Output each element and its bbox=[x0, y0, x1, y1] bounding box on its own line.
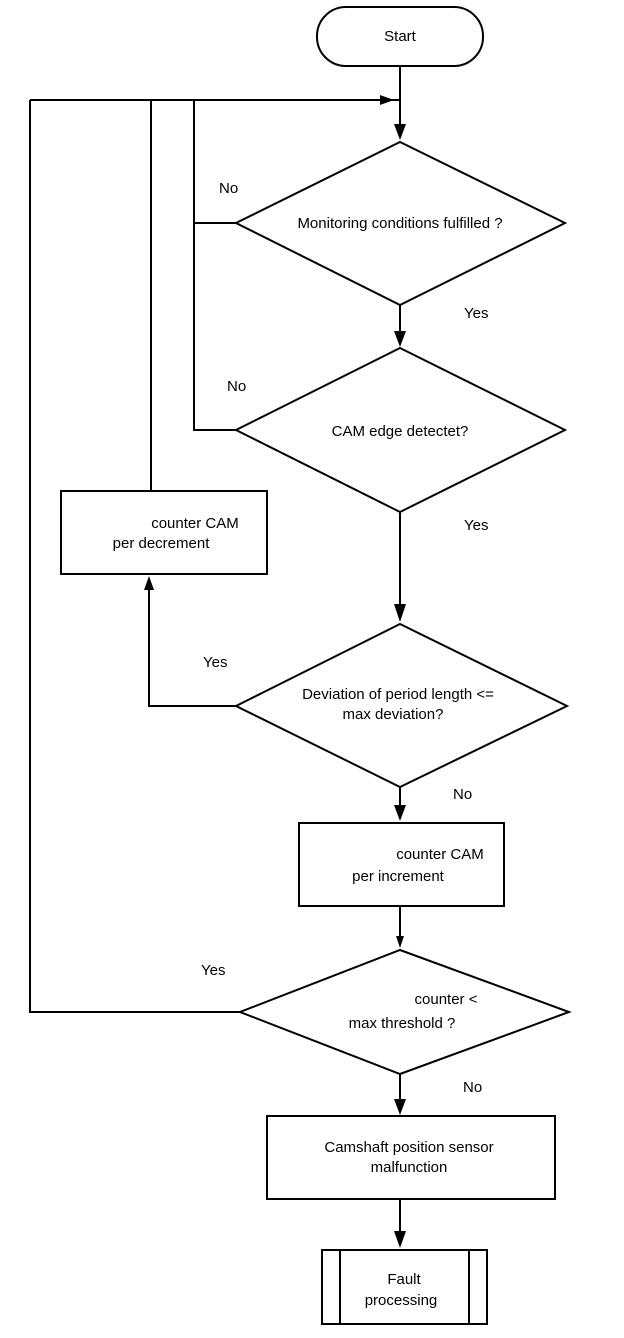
connector-threshold-yes bbox=[29, 100, 240, 1013]
start-label: Start bbox=[384, 28, 417, 45]
process-counter-increment: counter CAM per increment bbox=[298, 822, 505, 907]
decision-max-threshold: counter < max threshold ? bbox=[237, 948, 572, 1076]
label-threshold-no: No bbox=[463, 1079, 482, 1096]
arrowhead-into-cam-edge bbox=[394, 331, 406, 347]
predefined-process-fault: Fault processing bbox=[321, 1249, 488, 1325]
label-cam-edge-yes: Yes bbox=[464, 517, 488, 534]
deviation-label-line1: Deviation of period length <= bbox=[302, 686, 494, 703]
arrowhead-into-monitoring bbox=[394, 124, 406, 140]
monitoring-label: Monitoring conditions fulfilled ? bbox=[297, 215, 502, 232]
start-terminator: Start bbox=[316, 6, 484, 67]
label-deviation-no: No bbox=[453, 786, 472, 803]
edge-labels: No Yes No Yes Yes No Yes No bbox=[201, 180, 488, 1096]
arrowhead-into-deviation bbox=[394, 604, 406, 622]
label-deviation-yes: Yes bbox=[203, 654, 227, 671]
arrowhead-into-threshold bbox=[396, 936, 404, 948]
decrement-label-line2: per decrement bbox=[113, 535, 211, 552]
decrement-label-line1: counter CAM bbox=[151, 515, 239, 532]
malfunction-label-line2: malfunction bbox=[371, 1159, 448, 1176]
label-threshold-yes: Yes bbox=[201, 962, 225, 979]
threshold-label-line2: max threshold ? bbox=[349, 1015, 456, 1032]
arrowhead-into-decrement bbox=[144, 576, 154, 590]
decision-cam-edge: CAM edge detectet? bbox=[233, 346, 568, 514]
fault-label-line1: Fault bbox=[387, 1271, 421, 1288]
connector-monitoring-no bbox=[193, 100, 236, 224]
arrowhead-into-increment bbox=[394, 805, 406, 821]
flow-connectors bbox=[29, 66, 401, 1236]
label-monitoring-yes: Yes bbox=[464, 305, 488, 322]
process-sensor-malfunction: Camshaft position sensor malfunction bbox=[266, 1115, 556, 1200]
label-monitoring-no: No bbox=[219, 180, 238, 197]
connector-deviation-yes bbox=[148, 588, 236, 707]
increment-label-line2: per increment bbox=[352, 868, 445, 885]
decision-deviation: Deviation of period length <= max deviat… bbox=[233, 622, 570, 789]
arrowhead-loop-merge bbox=[380, 95, 394, 105]
arrowhead-into-fault bbox=[394, 1231, 406, 1248]
arrowheads bbox=[144, 95, 406, 1248]
connector-cam-edge-no bbox=[193, 223, 236, 431]
process-counter-decrement: counter CAM per decrement bbox=[60, 490, 268, 575]
arrowhead-into-malfunction bbox=[394, 1099, 406, 1115]
cam-edge-label: CAM edge detectet? bbox=[332, 423, 469, 440]
threshold-label-line1: counter < bbox=[415, 991, 478, 1008]
fault-label-line2: processing bbox=[365, 1292, 438, 1309]
deviation-label-line2: max deviation? bbox=[343, 706, 444, 723]
decision-monitoring-conditions: Monitoring conditions fulfilled ? bbox=[233, 140, 568, 307]
malfunction-label-line1: Camshaft position sensor bbox=[324, 1139, 493, 1156]
increment-label-line1: counter CAM bbox=[396, 846, 484, 863]
label-cam-edge-no: No bbox=[227, 378, 246, 395]
